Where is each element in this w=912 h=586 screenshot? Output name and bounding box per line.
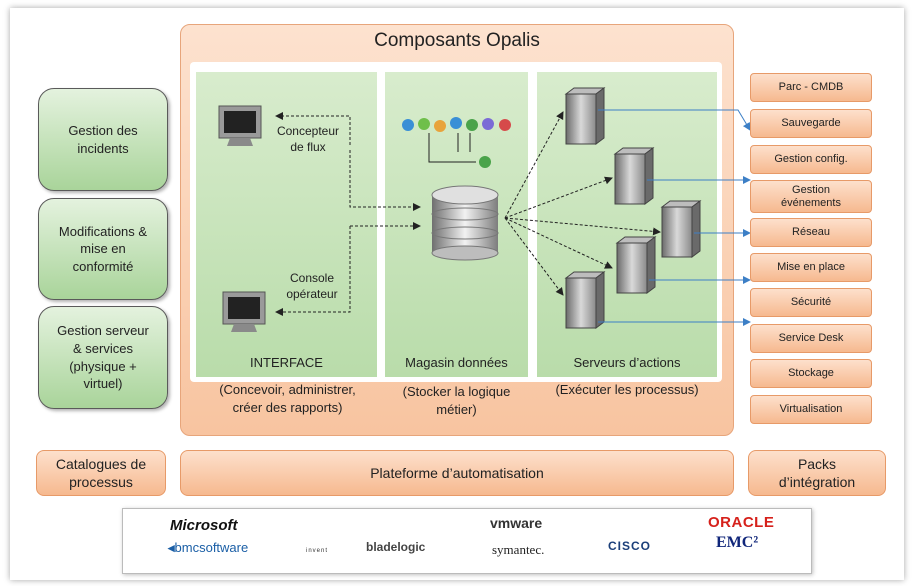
integration-events: Gestion événements bbox=[750, 180, 872, 213]
opalis-components-title: Composants Opalis bbox=[374, 30, 540, 51]
integration-backup: Sauvegarde bbox=[750, 109, 872, 138]
datastore-description: (Stocker la logique métier) bbox=[402, 384, 511, 418]
change-compliance-label: Modifications & mise en conformité bbox=[58, 223, 148, 274]
process-catalogs-box: Catalogues de processus bbox=[36, 450, 166, 496]
vmware-logo: vmware bbox=[490, 515, 543, 531]
automation-platform-label: Plateforme d’automatisation bbox=[370, 464, 544, 481]
process-catalogs-label: Catalogues de processus bbox=[55, 455, 147, 490]
integration-deployment-label: Mise en place bbox=[777, 260, 845, 273]
integration-config-label: Gestion config. bbox=[774, 152, 848, 165]
server-services-box: Gestion serveur & services (physique + v… bbox=[38, 306, 168, 409]
integration-cmdb-label: Parc - CMDB bbox=[778, 80, 844, 93]
incident-management-box: Gestion des incidents bbox=[38, 88, 168, 191]
integration-packs-label: Packs d’intégration bbox=[778, 455, 856, 490]
integration-backup-label: Sauvegarde bbox=[781, 116, 841, 129]
automation-platform-box: Plateforme d’automatisation bbox=[180, 450, 734, 496]
action-servers-column bbox=[537, 72, 717, 377]
integration-security-label: Sécurité bbox=[790, 295, 832, 308]
integration-deployment: Mise en place bbox=[750, 253, 872, 282]
change-compliance-box: Modifications & mise en conformité bbox=[38, 198, 168, 300]
oracle-logo: ORACLE bbox=[708, 514, 775, 531]
symantec-logo: symantec. bbox=[492, 542, 545, 557]
datastore-label: Magasin données bbox=[405, 355, 508, 370]
integration-virtualization: Virtualisation bbox=[750, 395, 872, 424]
server-services-label: Gestion serveur & services (physique + v… bbox=[57, 323, 149, 392]
integration-storage-label: Stockage bbox=[788, 366, 834, 379]
interface-column bbox=[196, 72, 377, 377]
bmc-logo: ◂bmcsoftware bbox=[168, 540, 249, 555]
integration-network-label: Réseau bbox=[792, 225, 830, 238]
bmc-logo-text: bmcsoftware bbox=[174, 540, 249, 555]
flow-designer-label: Concepteur de flux bbox=[276, 124, 340, 155]
cisco-logo: CISCO bbox=[608, 539, 652, 553]
emc-logo: EMC² bbox=[716, 534, 759, 551]
integration-cmdb: Parc - CMDB bbox=[750, 73, 872, 102]
integration-packs-box: Packs d’intégration bbox=[748, 450, 886, 496]
bladelogic-logo: bladelogic bbox=[366, 540, 426, 554]
vendor-logos-strip bbox=[122, 508, 812, 574]
integration-service-desk: Service Desk bbox=[750, 324, 872, 353]
integration-config: Gestion config. bbox=[750, 145, 872, 174]
interface-description: (Concevoir, administrer, créer des rappo… bbox=[219, 382, 356, 416]
operator-console-label: Console opérateur bbox=[286, 271, 338, 302]
interface-label: INTERFACE bbox=[250, 355, 323, 370]
integration-storage: Stockage bbox=[750, 359, 872, 388]
microsoft-logo: Microsoft bbox=[170, 517, 238, 534]
integration-security: Sécurité bbox=[750, 288, 872, 317]
incident-management-label: Gestion des incidents bbox=[68, 122, 138, 156]
integration-service-desk-label: Service Desk bbox=[778, 331, 844, 344]
integration-virtualization-label: Virtualisation bbox=[779, 402, 843, 415]
datastore-column bbox=[385, 72, 528, 377]
integration-network: Réseau bbox=[750, 218, 872, 247]
hp-invent-text: invent bbox=[305, 548, 328, 554]
action-servers-description: (Exécuter les processus) bbox=[555, 382, 699, 397]
action-servers-label: Serveurs d’actions bbox=[573, 355, 681, 370]
integration-events-label: Gestion événements bbox=[781, 183, 841, 209]
